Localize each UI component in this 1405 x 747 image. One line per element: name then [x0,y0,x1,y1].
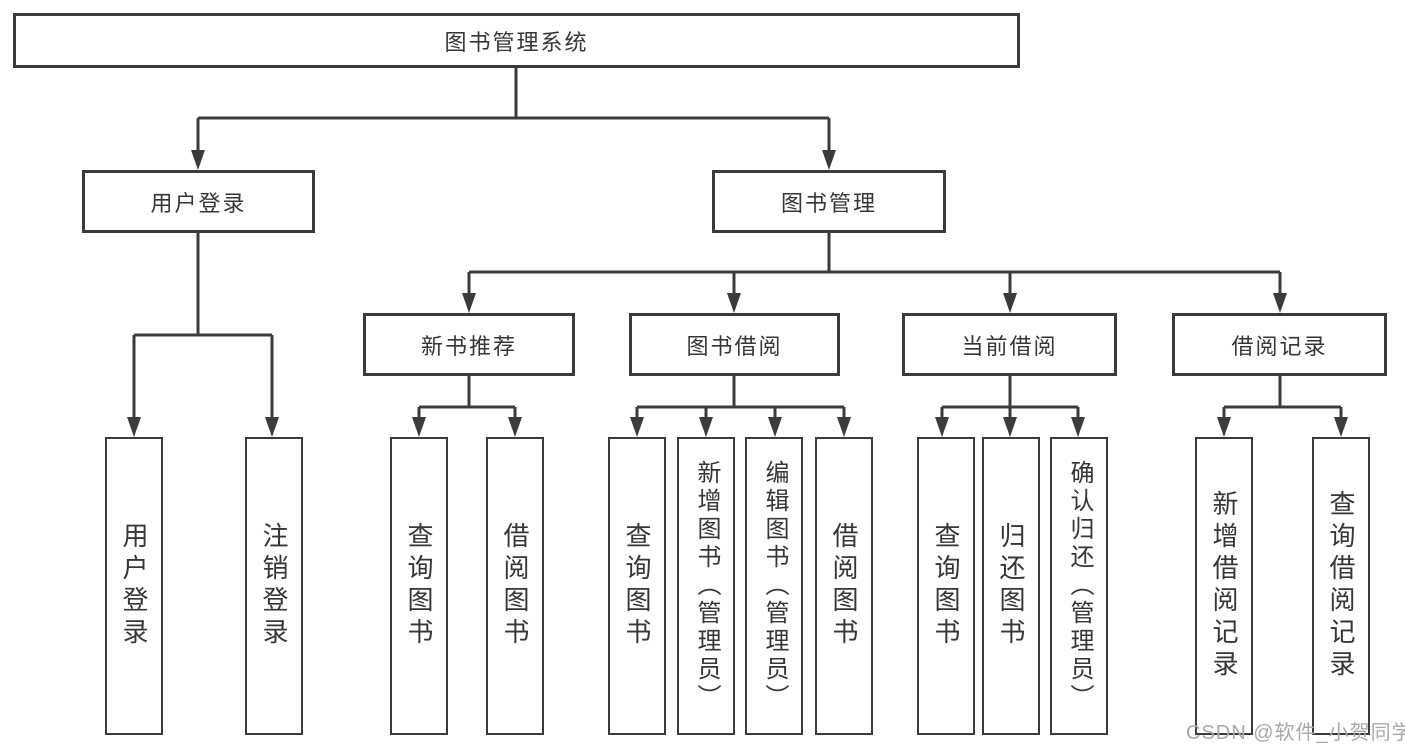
leaf-logout: 注销登录 [245,437,303,735]
leaf-borrow-edit-book-admin: 编辑图书（管理员） [745,437,803,735]
leaf-borrow-query-book: 查询图书 [608,437,666,735]
leaf-records-add-record: 新增借阅记录 [1195,437,1253,735]
node-book-borrow: 图书借阅 [629,313,840,376]
node-book-management: 图书管理 [712,170,946,233]
csdn-watermark: CSDN @软件_小贺同学 [1186,722,1405,744]
leaf-recommend-borrow-book: 借阅图书 [486,437,544,735]
leaf-borrow-add-book-admin: 新增图书（管理员） [677,437,735,735]
node-new-book-recommend: 新书推荐 [363,313,575,376]
leaf-recommend-query-book: 查询图书 [390,437,448,735]
node-borrow-records: 借阅记录 [1172,313,1387,376]
leaf-current-query-book: 查询图书 [917,437,975,735]
node-root: 图书管理系统 [13,13,1020,68]
leaf-borrow-borrow-book: 借阅图书 [815,437,873,735]
leaf-current-confirm-return-admin: 确认归还（管理员） [1050,437,1108,735]
leaf-user-login: 用户登录 [105,437,163,735]
node-user-login: 用户登录 [82,170,315,233]
leaf-records-query-record: 查询借阅记录 [1312,437,1370,735]
leaf-current-return-book: 归还图书 [982,437,1040,735]
arrowheads [127,150,1348,437]
node-current-borrow: 当前借阅 [902,313,1117,376]
